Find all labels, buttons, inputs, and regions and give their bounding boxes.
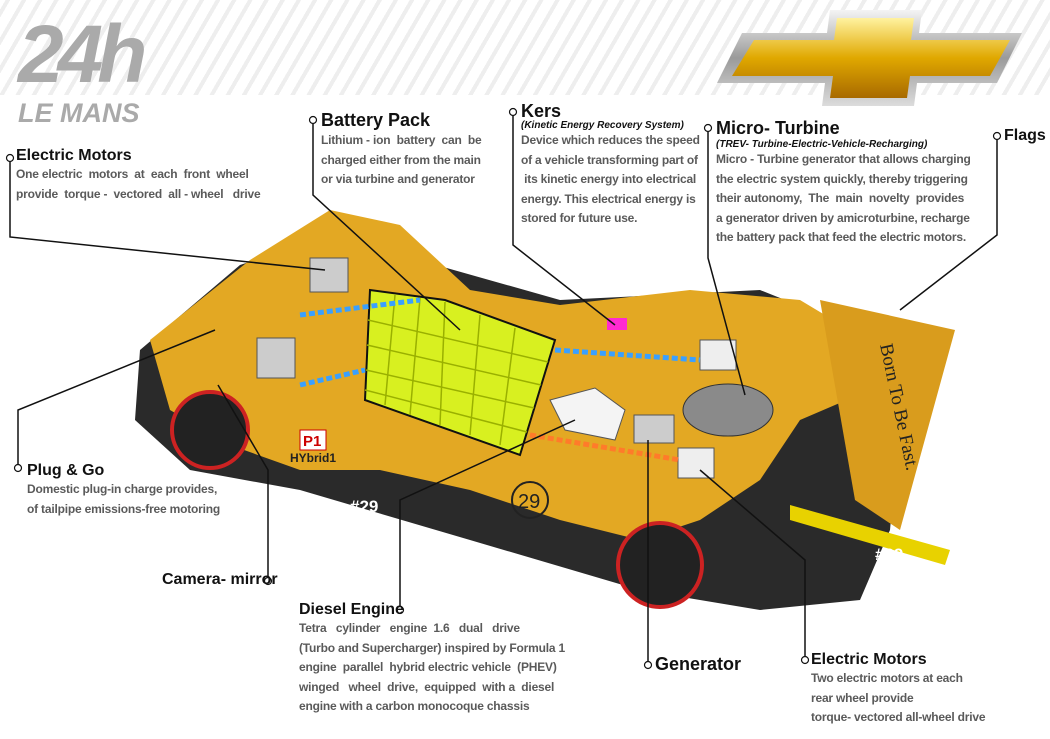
rear-motors-line: Two electric motors at each bbox=[811, 671, 963, 685]
front-wheel bbox=[170, 390, 250, 470]
rear-motors-line: torque- vectored all-wheel drive bbox=[811, 710, 986, 724]
chevrolet-bowtie-logo bbox=[717, 10, 1022, 106]
leader-camera bbox=[217, 384, 269, 578]
turbine-title: Micro- Turbine bbox=[716, 118, 840, 138]
energy-flow-arrow bbox=[554, 347, 701, 363]
front-motor-box bbox=[309, 257, 349, 293]
leader-lines bbox=[9, 116, 998, 662]
turbine-line: their autonomy, The main novelty provide… bbox=[716, 191, 965, 205]
plug-line: of tailpipe emissions-free motoring bbox=[27, 501, 221, 516]
battery-pack bbox=[363, 288, 557, 457]
front-motors-title: Electric Motors bbox=[16, 147, 132, 164]
rear-motor-box-2 bbox=[677, 447, 715, 479]
turbine-line: Micro - Turbine generator that allows ch… bbox=[716, 152, 971, 166]
diesel-title: Diesel Engine bbox=[299, 601, 404, 618]
rear-wheel bbox=[616, 521, 704, 609]
diesel-line: winged wheel drive, equipped with a dies… bbox=[299, 679, 555, 694]
label-camera-mirror: Camera- mirror bbox=[162, 571, 278, 588]
battery-line: Lithium - ion battery can be bbox=[321, 133, 482, 147]
number-text-wing: #29 bbox=[875, 545, 903, 564]
battery-line: charged either from the main bbox=[321, 152, 481, 167]
le-mans-logo-text: LE MANS bbox=[18, 98, 140, 128]
energy-flow-arrow bbox=[299, 367, 366, 388]
diesel-line: engine parallel hybrid electric vehicle … bbox=[299, 660, 557, 674]
generator-box bbox=[633, 414, 675, 444]
p1-badge bbox=[299, 429, 327, 451]
label-diesel-engine: Diesel Engine Tetra cylinder engine 1.6 … bbox=[299, 601, 565, 717]
leader-turbine bbox=[707, 132, 746, 396]
number-circle-text: 29 bbox=[518, 491, 540, 513]
kers-line: Device which reduces the speed bbox=[521, 133, 700, 147]
energy-flow-arrow bbox=[529, 432, 681, 463]
le-mans-logo: 24h bbox=[18, 9, 147, 100]
rear-wing bbox=[820, 300, 955, 530]
leader-plug bbox=[17, 329, 216, 464]
label-flags: Flags bbox=[1004, 127, 1046, 144]
kers-line: stored for future use. bbox=[521, 211, 638, 225]
label-rear-electric-motors: Electric Motors Two electric motors at e… bbox=[811, 651, 986, 728]
leader-dots bbox=[5, 107, 1002, 670]
label-plug-and-go: Plug & Go Domestic plug-in charge provid… bbox=[27, 462, 220, 519]
label-micro-turbine: Micro- Turbine (TREV- Turbine-Electric-V… bbox=[716, 118, 971, 248]
leader-kers bbox=[512, 116, 616, 326]
battery-cells bbox=[364, 294, 549, 446]
label-battery-pack: Battery Pack Lithium - ion battery can b… bbox=[321, 110, 482, 190]
kers-line: of a vehicle transforming part of bbox=[521, 152, 698, 167]
number-circle bbox=[511, 481, 549, 519]
label-generator: Generator bbox=[655, 654, 742, 674]
kers-unit bbox=[607, 318, 627, 330]
wing-stripe bbox=[790, 505, 950, 565]
turbine-line: a generator driven by amicroturbine, rec… bbox=[716, 210, 970, 225]
rear-motor-box bbox=[699, 339, 737, 371]
energy-flow-arrow bbox=[299, 297, 421, 318]
hybrid-text: HYbrid1 bbox=[290, 451, 336, 465]
p1-text: P1 bbox=[303, 433, 321, 450]
turbine-line: the electric system quickly, thereby tri… bbox=[716, 171, 968, 186]
number-text-side: #29 bbox=[350, 497, 378, 516]
rear-motors-line: rear wheel provide bbox=[811, 690, 914, 705]
label-kers: Kers (Kinetic Energy Recovery System) De… bbox=[521, 102, 700, 229]
leader-diesel bbox=[399, 419, 576, 606]
diesel-line: Tetra cylinder engine 1.6 dual drive bbox=[299, 621, 520, 635]
battery-title: Battery Pack bbox=[321, 110, 431, 130]
plug-line: Domestic plug-in charge provides, bbox=[27, 482, 218, 496]
front-motors-line: provide torque - vectored all - wheel dr… bbox=[16, 186, 261, 201]
kers-subtitle: (Kinetic Energy Recovery System) bbox=[521, 120, 684, 131]
diesel-line: (Turbo and Supercharger) inspired by For… bbox=[299, 640, 565, 655]
rear-motors-title: Electric Motors bbox=[811, 651, 927, 668]
kers-title: Kers bbox=[521, 101, 562, 121]
turbine-subtitle: (TREV- Turbine-Electric-Vehicle-Rechargi… bbox=[716, 139, 928, 150]
leader-rear-motors bbox=[699, 469, 806, 656]
leader-flags bbox=[899, 140, 998, 311]
battery-line: or via turbine and generator bbox=[321, 172, 475, 186]
plug-title: Plug & Go bbox=[27, 462, 105, 479]
front-motors-line: One electric motors at each front wheel bbox=[16, 167, 249, 181]
front-motor-box-2 bbox=[256, 337, 296, 379]
kers-line: energy. This electrical energy is bbox=[521, 191, 696, 206]
leader-battery bbox=[312, 124, 461, 331]
kers-line: its kinetic energy into electrical bbox=[521, 172, 697, 186]
micro-turbine bbox=[682, 383, 774, 437]
diesel-line: engine with a carbon monocoque chassis bbox=[299, 699, 530, 713]
leader-front-motors bbox=[9, 162, 326, 271]
turbine-line: the battery pack that feed the electric … bbox=[716, 230, 967, 244]
label-front-electric-motors: Electric Motors One electric motors at e… bbox=[16, 147, 261, 204]
